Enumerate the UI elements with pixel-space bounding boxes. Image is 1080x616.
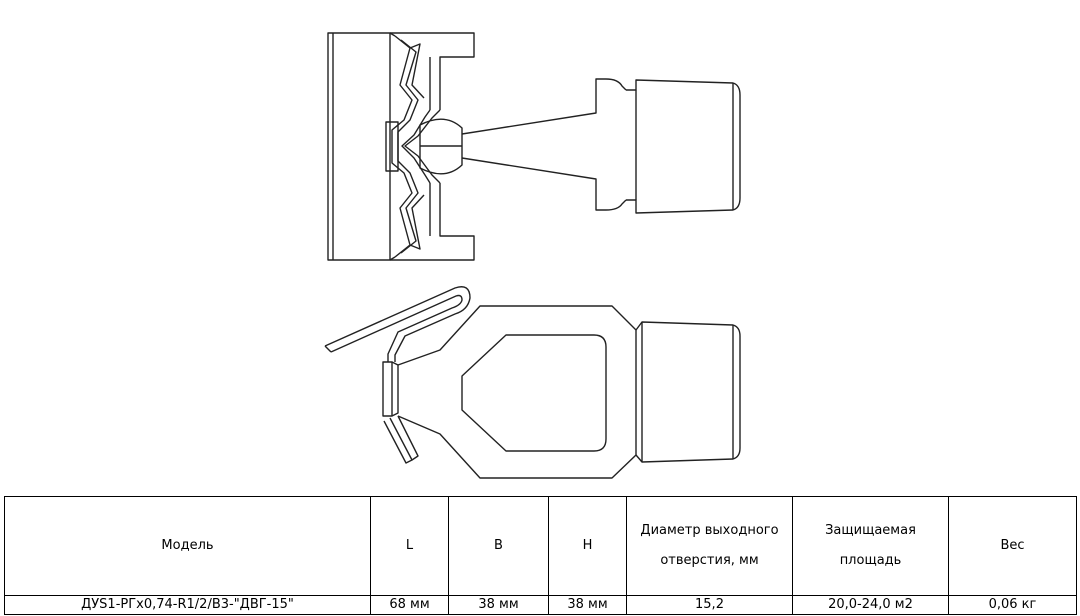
top-bracket — [390, 32, 475, 110]
threaded-body-top — [626, 79, 741, 214]
cell-h: 38 мм — [548, 595, 627, 615]
spec-table: Модель L B H Диаметр выходного отверстия… — [4, 496, 1077, 615]
yoke-frame — [397, 305, 637, 479]
sprinkler-technical-drawing — [324, 32, 741, 479]
deflector-tip — [383, 417, 413, 464]
bottom-bracket — [390, 183, 475, 261]
deflector-edge — [382, 361, 393, 417]
threaded-body-side — [635, 321, 741, 463]
deflector-wire — [324, 286, 471, 362]
deflector-teeth — [391, 35, 413, 258]
cell-model: ДУЅ1-РГх0,74-R1/2/В3-"ДВГ-15" — [4, 595, 371, 615]
stem-upper — [461, 78, 627, 135]
header-diameter-line1: Диаметр выходного — [640, 523, 779, 538]
yoke-window — [461, 334, 607, 452]
sprinkler-side-view — [324, 286, 741, 479]
header-h: H — [548, 496, 627, 596]
cell-area: 20,0-24,0 м2 — [792, 595, 949, 615]
cell-l: 68 мм — [370, 595, 449, 615]
header-area-line2: площадь — [839, 553, 902, 568]
header-b: B — [448, 496, 549, 596]
table-header-row: Модель L B H Диаметр выходного отверстия… — [4, 496, 1077, 596]
cell-weight: 0,06 кг — [948, 595, 1077, 615]
stem-lower — [461, 157, 627, 211]
deflector-plate — [327, 32, 391, 261]
header-weight: Вес — [948, 496, 1077, 596]
header-model: Модель — [4, 496, 371, 596]
header-area: Защищаемая площадь — [792, 496, 949, 596]
header-l: L — [370, 496, 449, 596]
cell-diameter: 15,2 — [626, 595, 793, 615]
cell-b: 38 мм — [448, 595, 549, 615]
glass-bulb — [419, 118, 463, 175]
table-row: ДУЅ1-РГх0,74-R1/2/В3-"ДВГ-15" 68 мм 38 м… — [4, 595, 1077, 615]
header-area-line1: Защищаемая — [825, 523, 916, 538]
header-diameter: Диаметр выходного отверстия, мм — [626, 496, 793, 596]
header-diameter-line2: отверстия, мм — [660, 553, 759, 568]
sprinkler-top-view — [327, 32, 741, 261]
